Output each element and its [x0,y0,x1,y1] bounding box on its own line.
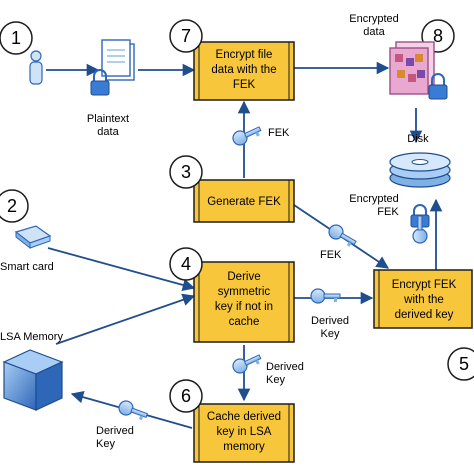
box-encrypt-fek-line-1: Encrypt FEK [392,279,457,291]
derived-key-right-line-2: Key [321,328,340,340]
box-cache-key-line-2: key in LSA [217,426,272,438]
svg-text:7: 7 [181,26,191,46]
box-encrypt-fek-line-3: derived key [395,309,454,321]
fek-label-lower: FEK [320,249,342,261]
svg-text:3: 3 [181,162,191,182]
box-generate-fek: Generate FEK [193,179,295,223]
encrypted-fek-label-line-1: Encrypted [349,193,399,205]
box-encrypt-file-line-1: Encrypt file [216,49,273,61]
disk-label: Disk [407,133,429,145]
derived-key-down-line-2: Key [266,374,285,386]
plaintext-label-line-1: Plaintext [87,113,129,125]
plaintext-label-line-2: data [97,126,119,138]
box-cache-key-line-1: Cache derived [207,411,281,423]
box-derive-key: Derive symmetric key if not in cache [193,261,295,343]
encrypted-fek-key-icon [412,215,428,244]
derived-key-down-line-1: Derived [266,361,304,373]
step-badge-7: 7 [169,19,203,53]
smart-card-label: Smart card [0,261,54,273]
fek-key-icon-lower [328,224,357,247]
box-derive-key-line-3: key if not in [215,301,273,313]
arrow-smartcard-to-derive [47,247,196,292]
encrypted-file-icon [389,41,435,95]
box-derive-key-line-1: Derive [227,271,260,283]
box-derive-key-line-4: cache [229,316,260,328]
step-badge-3: 3 [169,155,203,189]
padlock-icon [428,73,448,100]
box-encrypt-file-line-2: data with the [211,64,276,76]
step-badge-2: 2 [0,189,29,223]
box-derive-key-line-2: symmetric [218,286,271,298]
svg-text:8: 8 [433,26,443,46]
step-badge-1: 1 [0,21,33,55]
svg-text:1: 1 [11,28,21,48]
document-lock-icon [90,39,135,96]
encrypted-data-label-line-2: data [363,26,385,38]
user-icon [29,50,43,85]
derived-key-icon-down [232,354,262,374]
derived-key-left-line-1: Derived [96,425,134,437]
box-cache-key: Cache derived key in LSA memory [193,403,295,463]
fek-label-upper: FEK [268,127,290,139]
encrypted-fek-label-line-2: FEK [377,206,399,218]
lsa-memory-label: LSA Memory [0,331,63,343]
step-badge-6: 6 [169,379,203,413]
step-badge-4: 4 [169,247,203,281]
step-badge-5: 5 [447,347,474,381]
box-encrypt-file: Encrypt file data with the FEK [193,41,295,101]
derived-key-left-line-2: Key [96,438,115,450]
box-encrypt-file-line-3: FEK [233,79,256,91]
derived-key-icon-right [310,288,341,304]
derived-key-icon-left [118,400,148,421]
fek-key-icon-upper [232,126,262,146]
arrow-lsa-to-derive [55,293,196,345]
disk-icon [389,152,451,188]
box-encrypt-fek: Encrypt FEK with the derived key [373,269,473,329]
cube-memory-icon [2,349,64,411]
box-encrypt-fek-line-2: with the [403,294,444,306]
derived-key-right-line-1: Derived [311,315,349,327]
box-cache-key-line-3: memory [223,441,265,453]
box-generate-fek-line-1: Generate FEK [207,196,281,208]
svg-text:5: 5 [459,354,469,374]
svg-text:2: 2 [7,196,17,216]
smart-card-icon [14,225,52,250]
svg-text:6: 6 [181,386,191,406]
encrypted-data-label-line-1: Encrypted [349,13,399,25]
svg-text:4: 4 [181,254,191,274]
